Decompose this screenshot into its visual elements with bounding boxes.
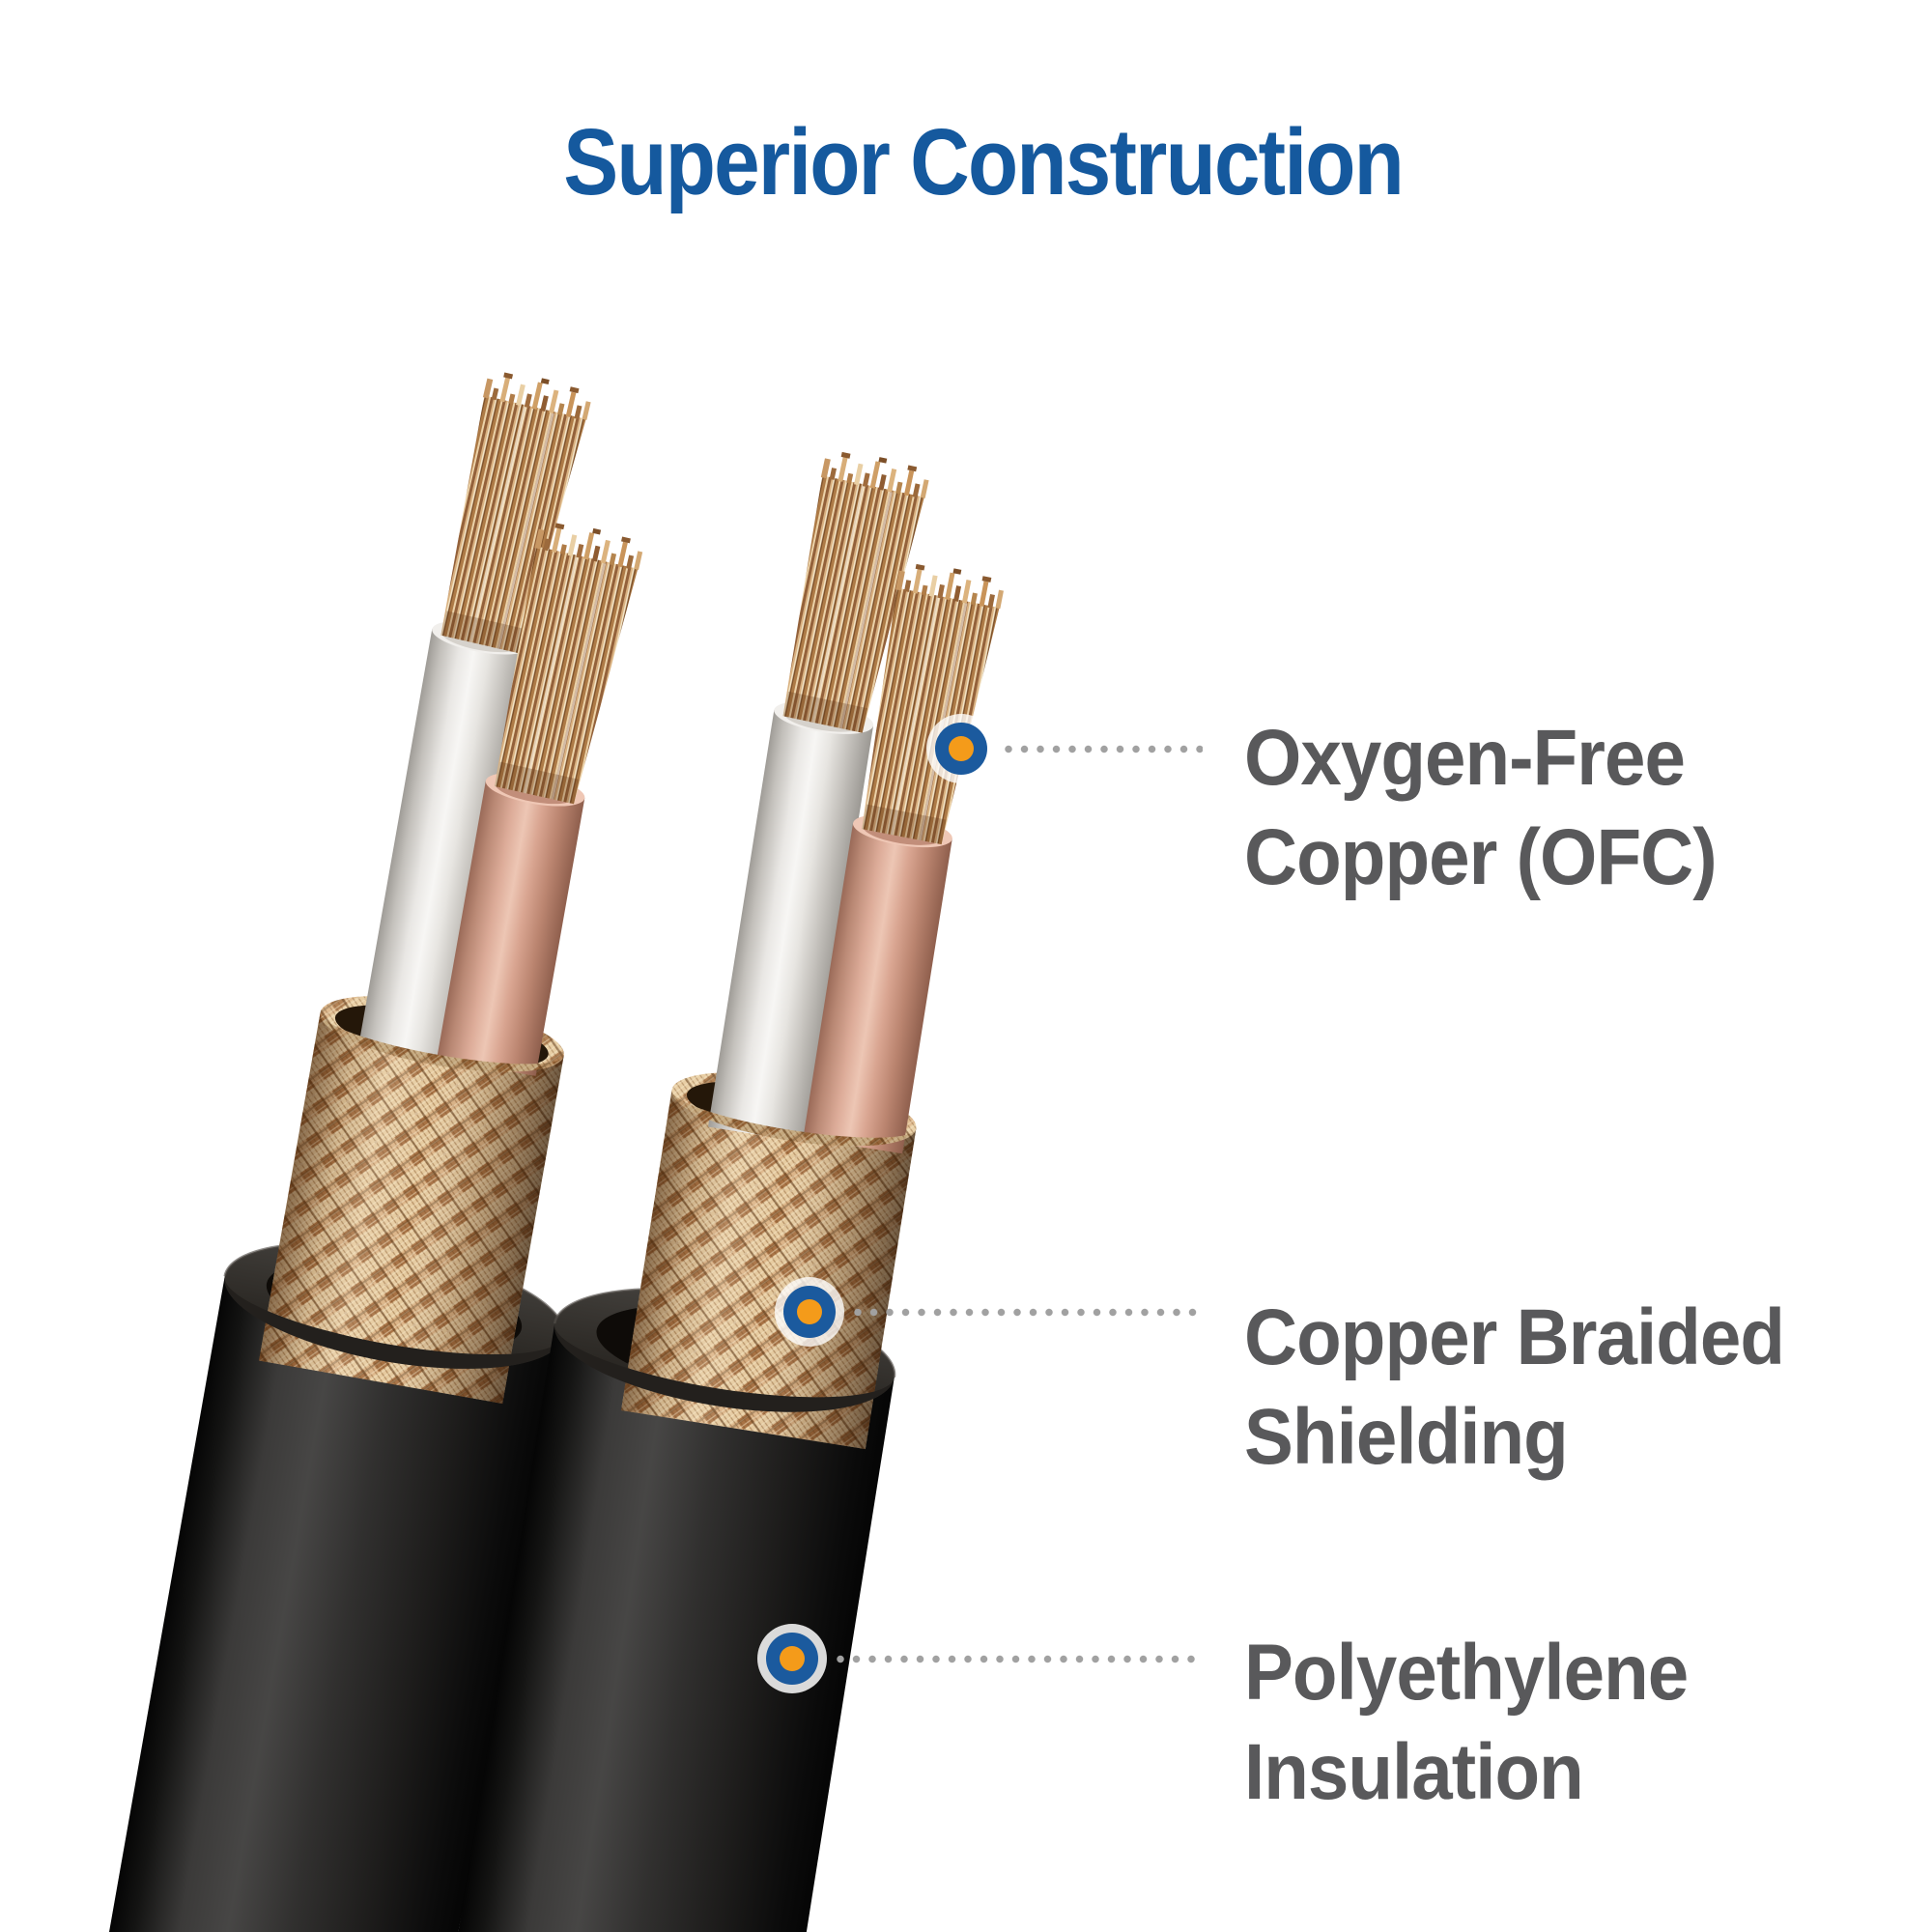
left-cable xyxy=(99,365,645,1932)
ofc-callout-dot xyxy=(935,723,987,775)
braid-label: Copper Braided Shielding xyxy=(1244,1288,1785,1487)
right-cable xyxy=(448,445,1007,1932)
ofc-leader-line xyxy=(1005,745,1203,753)
right-jacket xyxy=(448,1323,895,1932)
ofc-label: Oxygen-Free Copper (OFC) xyxy=(1244,708,1718,907)
left-jacket xyxy=(99,1276,564,1932)
page-title: Superior Construction xyxy=(563,109,1406,214)
title-wrap: Superior Construction xyxy=(0,108,1932,216)
insulation-leader-line xyxy=(837,1655,1202,1663)
insulation-label: Polyethylene Insulation xyxy=(1244,1623,1689,1822)
insulation-label-line2: Insulation xyxy=(1244,1728,1584,1816)
braid-leader-line xyxy=(854,1308,1202,1317)
insulation-callout-dot xyxy=(766,1633,818,1685)
braid-label-line1: Copper Braided xyxy=(1244,1293,1785,1381)
insulation-label-line1: Polyethylene xyxy=(1244,1629,1689,1717)
ofc-label-line2: Copper (OFC) xyxy=(1244,813,1718,901)
braid-label-line2: Shielding xyxy=(1244,1393,1569,1481)
braid-callout-dot xyxy=(783,1286,836,1338)
ofc-label-line1: Oxygen-Free xyxy=(1244,714,1686,802)
